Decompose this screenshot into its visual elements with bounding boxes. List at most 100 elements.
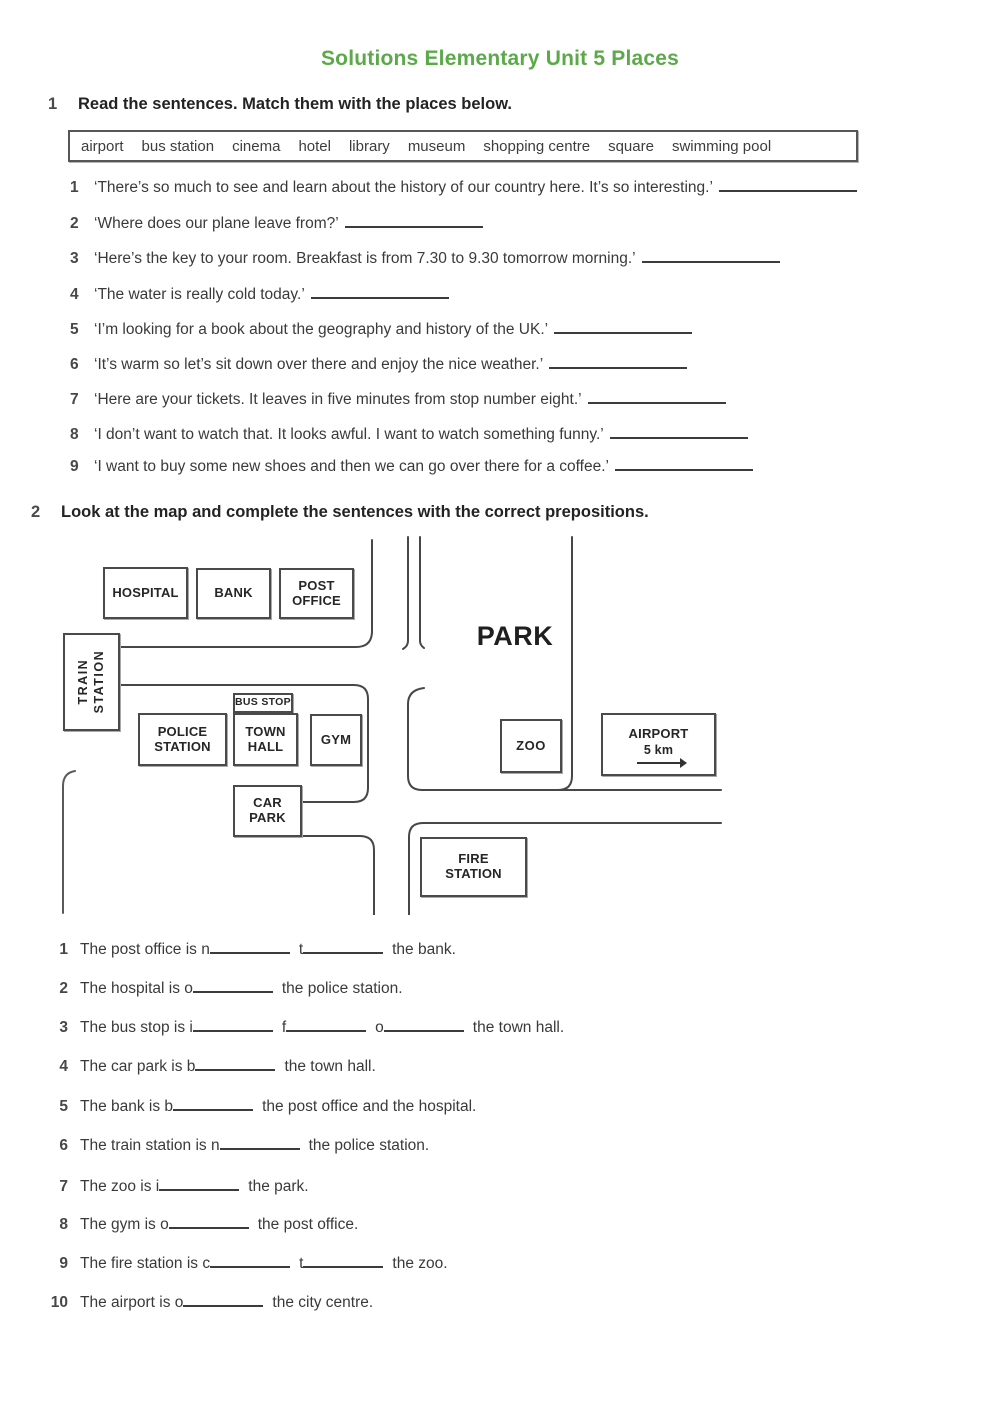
word-bank-item: bus station <box>141 137 215 155</box>
sentence-text: The gym is o <box>80 1216 169 1233</box>
sentence-number: 9 <box>59 1255 68 1272</box>
exercise2-number: 2 <box>31 503 41 521</box>
exercise1-sentence-row: 9‘I want to buy some new shoes and then … <box>70 457 753 476</box>
sentence-number: 6 <box>59 1137 68 1154</box>
sentence-text: t <box>299 1255 304 1272</box>
answer-blank[interactable] <box>192 1018 273 1032</box>
answer-blank[interactable] <box>210 1254 291 1268</box>
sentence-text: the post office. <box>257 1216 359 1233</box>
worksheet-title: Solutions Elementary Unit 5 Places <box>320 47 680 70</box>
sentence-number: 1 <box>70 179 79 196</box>
sentence-text: The hospital is o <box>80 980 193 997</box>
answer-blank[interactable] <box>641 249 780 263</box>
exercise1-sentence-row: 7‘Here are your tickets. It leaves in fi… <box>70 390 726 409</box>
exercise1-number: 1 <box>48 95 58 113</box>
exercise1-sentence-row: 4 ‘The water is really cold today.’ <box>70 285 449 304</box>
answer-blank[interactable] <box>344 214 483 228</box>
exercise1-sentence-row: 5‘I’m looking for a book about the geogr… <box>70 320 693 339</box>
sentence-text: t <box>298 941 304 958</box>
map-box-hospital: HOSPITAL <box>103 567 188 619</box>
map-roads <box>62 536 722 915</box>
answer-blank[interactable] <box>173 1097 254 1111</box>
answer-blank[interactable] <box>168 1215 249 1229</box>
sentence-number: 3 <box>59 1019 68 1036</box>
sentence-text: the park. <box>248 1178 309 1195</box>
sentence-number: 8 <box>70 426 79 443</box>
map-label-park: PARK <box>476 621 554 651</box>
sentence-text: The fire station is c <box>80 1255 211 1272</box>
sentence-text: f <box>281 1019 287 1036</box>
answer-blank[interactable] <box>183 1293 264 1307</box>
sentence-text: ‘Where does our plane leave from?’ <box>94 215 339 232</box>
answer-blank[interactable] <box>303 1254 384 1268</box>
map-box-post-office: POST OFFICE <box>279 568 354 619</box>
answer-blank[interactable] <box>286 1018 367 1032</box>
sentence-text: ‘I want to buy some new shoes and then w… <box>94 458 609 475</box>
sentence-text: the town hall. <box>472 1019 565 1036</box>
map-box-car-park: CAR PARK <box>233 785 302 837</box>
airport-label: AIRPORT <box>628 726 689 742</box>
city-map: PARK HOSPITAL BANK POST OFFICE TRAIN STA… <box>55 533 725 915</box>
sentence-text: ‘The water is really cold today.’ <box>94 286 305 303</box>
exercise2-sentence-row: 6 The train station is n the police statio… <box>44 1136 429 1155</box>
answer-blank[interactable] <box>609 425 748 439</box>
sentence-text: the zoo. <box>392 1255 448 1272</box>
answer-blank[interactable] <box>554 320 693 334</box>
sentence-number: 2 <box>59 980 68 997</box>
word-bank-item: cinema <box>232 137 281 155</box>
sentence-text: The train station is n <box>80 1137 220 1154</box>
sentence-text: ‘Here are your tickets. It leaves in fiv… <box>94 391 582 408</box>
sentence-text: The airport is o <box>80 1294 184 1311</box>
map-box-police-station: POLICE STATION <box>138 713 227 766</box>
exercise1-sentence-row: 6‘It’s warm so let’s sit down over there… <box>70 355 688 374</box>
answer-blank[interactable] <box>549 355 688 369</box>
exercise1-heading: 1 Read the sentences. Match them with the… <box>48 95 512 114</box>
sentence-text: the police station. <box>308 1137 430 1154</box>
answer-blank[interactable] <box>303 940 384 954</box>
sentence-segments: The airport is o the city centre. <box>80 1294 373 1311</box>
answer-blank[interactable] <box>159 1177 240 1191</box>
sentence-number: 7 <box>59 1178 68 1195</box>
sentence-number: 5 <box>70 321 79 338</box>
exercise1-instruction: Read the sentences. Match them with the … <box>78 95 512 113</box>
sentence-text: The car park is b <box>80 1058 196 1075</box>
exercise2-sentence-row: 9 The fire station is c t the zoo. <box>44 1254 448 1273</box>
sentence-number: 8 <box>59 1216 68 1233</box>
sentence-number: 2 <box>70 215 79 232</box>
right-arrow-icon <box>636 757 687 768</box>
sentence-text: ‘Here’s the key to your room. Breakfast … <box>94 250 636 267</box>
sentence-text: The post office is n <box>80 941 210 958</box>
answer-blank[interactable] <box>310 285 449 299</box>
word-bank-item: square <box>608 137 654 155</box>
sentence-text: The bus stop is i <box>80 1019 193 1036</box>
sentence-text: the police station. <box>281 980 403 997</box>
sentence-segments: The gym is o the post office. <box>80 1216 358 1233</box>
answer-blank[interactable] <box>209 940 290 954</box>
word-bank-item: swimming pool <box>671 137 772 155</box>
answer-blank[interactable] <box>718 178 857 192</box>
sentence-number: 3 <box>70 250 79 267</box>
exercise1-sentence-row: 2 ‘Where does our plane leave from?’ <box>70 214 483 233</box>
map-box-zoo: ZOO <box>500 719 562 773</box>
word-bank-item: airport <box>81 137 124 155</box>
answer-blank[interactable] <box>587 390 726 404</box>
sentence-text: the city centre. <box>272 1294 374 1311</box>
exercise1-sentence-row: 8‘I don’t want to watch that. It looks a… <box>70 425 748 444</box>
answer-blank[interactable] <box>219 1136 300 1150</box>
answer-blank[interactable] <box>383 1018 464 1032</box>
sentence-number: 4 <box>70 286 79 303</box>
sentence-number: 1 <box>59 941 68 958</box>
map-box-fire-station: FIRE STATION <box>420 837 527 897</box>
word-bank-item: library <box>348 137 390 155</box>
answer-blank[interactable] <box>195 1057 276 1071</box>
answer-blank[interactable] <box>614 457 753 471</box>
answer-blank[interactable] <box>192 979 273 993</box>
sentence-number: 6 <box>70 356 79 373</box>
sentence-number: 5 <box>59 1098 68 1115</box>
